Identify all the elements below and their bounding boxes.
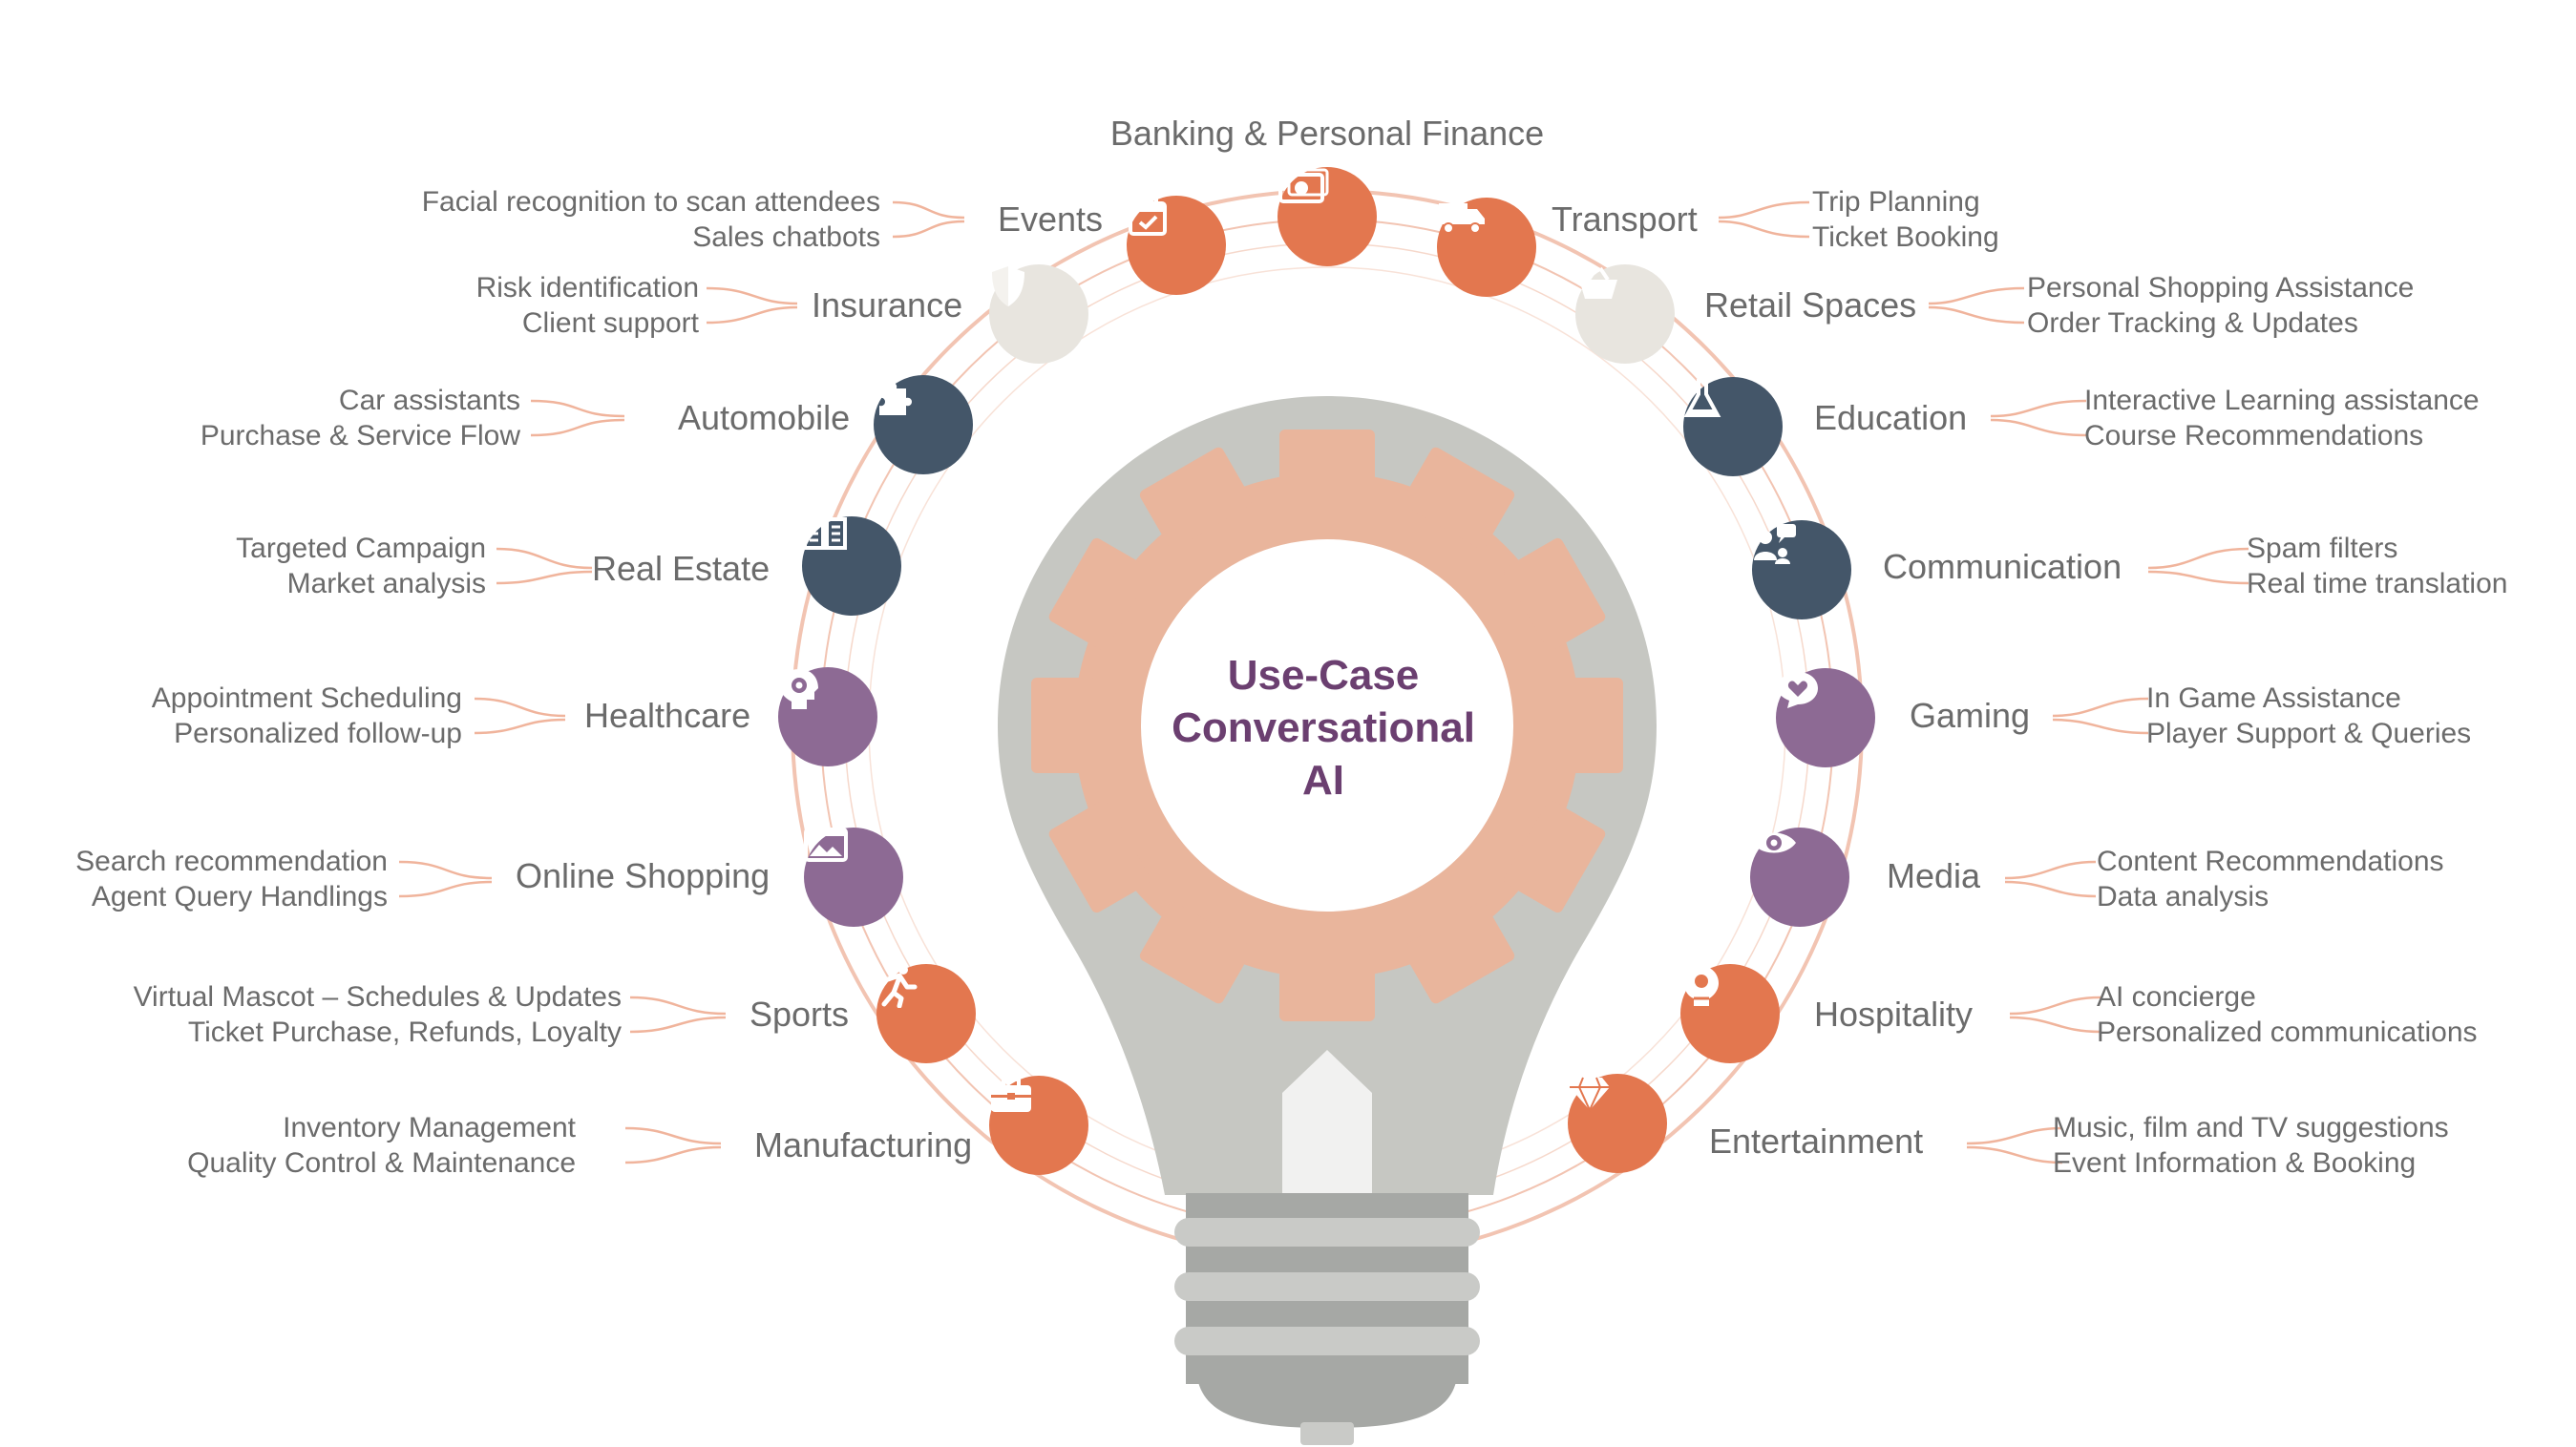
gaming-item: Player Support & Queries: [2146, 718, 2472, 749]
puzzle-icon: [874, 375, 973, 474]
category-label-insurance: Insurance: [812, 285, 963, 325]
insurance-item: Risk identification: [475, 272, 699, 304]
center-title-line2: Conversational: [1172, 704, 1475, 751]
flask-icon: [1683, 377, 1783, 476]
hospitality-items: AI concierge Personalized communications: [2097, 979, 2478, 1050]
sports-items: Virtual Mascot – Schedules & Updates Tic…: [134, 979, 622, 1050]
basket-icon: [1575, 264, 1675, 364]
communication-item: Spam filters: [2247, 533, 2398, 564]
calendar-icon: [1127, 196, 1226, 295]
gaming-item: In Game Assistance: [2146, 682, 2401, 714]
onlineshopping-items: Search recommendation Agent Query Handli…: [75, 844, 388, 914]
manufacturing-item: Inventory Management: [283, 1112, 576, 1143]
bulb-base: [1174, 1193, 1480, 1445]
concierge-icon: [1680, 964, 1780, 1063]
automobile-item: Car assistants: [338, 385, 520, 416]
category-label-communication: Communication: [1883, 547, 2122, 586]
category-label-sports: Sports: [750, 995, 850, 1034]
heart-bubble-icon: [1776, 668, 1875, 767]
category-label-transport: Transport: [1552, 199, 1698, 239]
diamond-icon: [1568, 1074, 1667, 1173]
bulb-filament: [1282, 1050, 1372, 1193]
events-items: Facial recognition to scan attendees Sal…: [422, 184, 880, 255]
healthcare-item: Appointment Scheduling: [151, 682, 462, 714]
sports-item: Ticket Purchase, Refunds, Loyalty: [187, 1017, 622, 1048]
transport-item: Ticket Booking: [1812, 221, 1999, 253]
entertainment-item: Event Information & Booking: [2053, 1147, 2417, 1179]
book-icon: [802, 516, 901, 616]
eye-icon: [1750, 828, 1849, 927]
onlineshopping-item: Agent Query Handlings: [91, 881, 388, 912]
truck-icon: [1437, 198, 1536, 297]
category-label-manufacturing: Manufacturing: [754, 1125, 973, 1164]
category-label-hospitality: Hospitality: [1814, 995, 1974, 1034]
education-item: Interactive Learning assistance: [2084, 385, 2480, 416]
gaming-items: In Game Assistance Player Support & Quer…: [2146, 681, 2471, 751]
hospitality-item: AI concierge: [2097, 981, 2256, 1013]
category-label-banking: Banking & Personal Finance: [1109, 114, 1545, 153]
entertainment-items: Music, film and TV suggestions Event Inf…: [2053, 1110, 2449, 1181]
insurance-item: Client support: [521, 307, 699, 339]
category-label-realestate: Real Estate: [592, 549, 771, 588]
category-label-gaming: Gaming: [1910, 696, 2031, 735]
automobile-items: Car assistants Purchase & Service Flow: [201, 383, 520, 453]
connector-lines: [398, 200, 2249, 1164]
media-items: Content Recommendations Data analysis: [2097, 844, 2444, 914]
category-label-media: Media: [1887, 856, 1981, 895]
retail-item: Order Tracking & Updates: [2027, 307, 2358, 339]
manufacturing-items: Inventory Management Quality Control & M…: [187, 1110, 576, 1181]
category-label-onlineshopping: Online Shopping: [516, 856, 771, 895]
category-label-events: Events: [998, 199, 1104, 239]
realestate-item: Market analysis: [286, 568, 486, 599]
media-item: Content Recommendations: [2097, 846, 2444, 877]
center-title: Use-Case Conversational AI: [1132, 649, 1514, 807]
manufacturing-item: Quality Control & Maintenance: [187, 1147, 576, 1179]
retail-items: Personal Shopping Assistance Order Track…: [2027, 270, 2414, 341]
education-item: Course Recommendations: [2084, 420, 2424, 451]
sports-item: Virtual Mascot – Schedules & Updates: [133, 981, 622, 1013]
insurance-items: Risk identification Client support: [476, 270, 699, 341]
education-items: Interactive Learning assistance Course R…: [2084, 383, 2480, 453]
healthcare-items: Appointment Scheduling Personalized foll…: [152, 681, 462, 751]
category-label-education: Education: [1814, 398, 1968, 437]
head-gear-icon: [778, 667, 877, 766]
center-title-line3: AI: [1302, 757, 1344, 804]
events-item: Facial recognition to scan attendees: [421, 186, 880, 218]
chat-people-icon: [1752, 520, 1851, 619]
media-item: Data analysis: [2097, 881, 2270, 912]
briefcase-icon: [989, 1076, 1088, 1175]
hospitality-item: Personalized communications: [2097, 1017, 2478, 1048]
realestate-items: Targeted Campaign Market analysis: [236, 531, 486, 601]
category-label-healthcare: Healthcare: [584, 696, 751, 735]
category-label-retail: Retail Spaces: [1704, 285, 1917, 325]
retail-item: Personal Shopping Assistance: [2027, 272, 2415, 304]
communication-item: Real time translation: [2247, 568, 2508, 599]
runner-icon: [876, 964, 976, 1063]
gear-shape: [1031, 430, 1623, 1021]
healthcare-item: Personalized follow-up: [174, 718, 462, 749]
category-label-automobile: Automobile: [678, 398, 851, 437]
transport-items: Trip Planning Ticket Booking: [1812, 184, 1999, 255]
realestate-item: Targeted Campaign: [236, 533, 486, 564]
transport-item: Trip Planning: [1812, 186, 1980, 218]
money-icon: [1277, 167, 1377, 266]
communication-items: Spam filters Real time translation: [2247, 531, 2507, 601]
shield-icon: [989, 264, 1088, 364]
image-card-icon: [804, 828, 903, 927]
category-label-entertainment: Entertainment: [1709, 1122, 1924, 1161]
onlineshopping-item: Search recommendation: [75, 846, 388, 877]
automobile-item: Purchase & Service Flow: [200, 420, 520, 451]
entertainment-item: Music, film and TV suggestions: [2053, 1112, 2449, 1143]
center-title-line1: Use-Case: [1227, 652, 1420, 699]
events-item: Sales chatbots: [692, 221, 880, 253]
